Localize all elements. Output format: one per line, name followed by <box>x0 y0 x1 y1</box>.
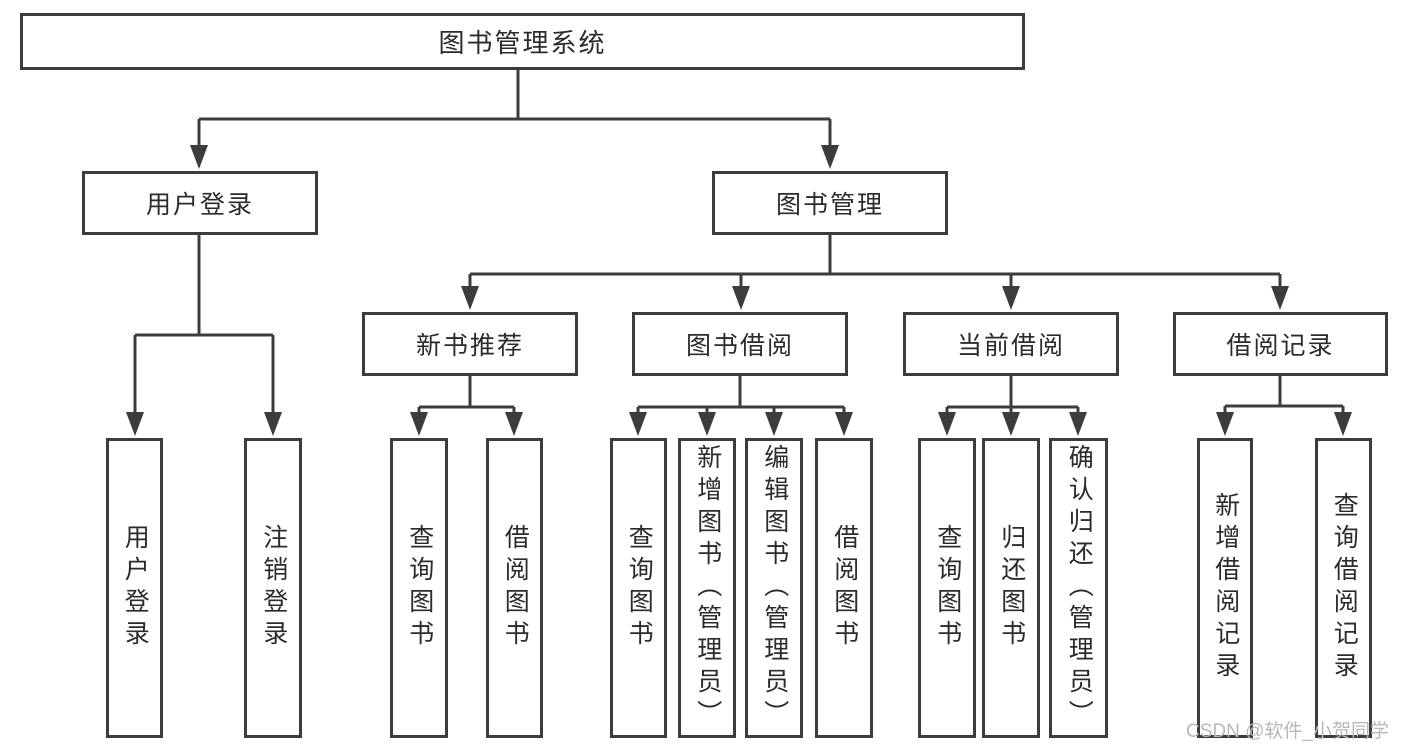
arrow-down-icon <box>1334 412 1352 436</box>
arrow-down-icon <box>821 145 839 169</box>
node-label: 注销登录 <box>259 524 288 652</box>
leaf-query-books-borrowing: 查询图书 <box>610 438 667 738</box>
arrow-down-icon <box>1271 286 1289 310</box>
leaf-add-borrow-record: 新增借阅记录 <box>1197 438 1253 738</box>
arrow-down-icon <box>410 412 428 436</box>
node-label: 图书管理系统 <box>438 28 607 58</box>
node-borrowing-records: 借阅记录 <box>1173 312 1388 376</box>
connector-book-management-to-level3 <box>461 234 1289 310</box>
node-label: 归还图书 <box>997 524 1026 652</box>
node-label: 借阅图书 <box>501 524 530 652</box>
leaf-query-books-current: 查询图书 <box>918 438 976 738</box>
node-book-management: 图书管理 <box>712 171 948 235</box>
leaf-edit-book-admin: 编辑图书（管理员） <box>745 438 803 738</box>
arrow-down-icon <box>698 412 716 436</box>
node-book-borrowing: 图书借阅 <box>632 312 848 376</box>
node-label: 新书推荐 <box>415 332 524 360</box>
connector-current-borrowing-group <box>938 375 1087 436</box>
node-label: 查询借阅记录 <box>1330 492 1359 684</box>
arrow-down-icon <box>264 412 282 436</box>
node-label: 当前借阅 <box>956 332 1065 360</box>
leaf-borrow-books-recommend: 借阅图书 <box>486 438 543 738</box>
leaf-logout: 注销登录 <box>244 438 302 738</box>
node-user-login: 用户登录 <box>82 171 318 235</box>
arrow-down-icon <box>126 412 144 436</box>
arrow-down-icon <box>1002 412 1020 436</box>
node-label: 图书管理 <box>775 191 884 219</box>
arrow-down-icon <box>461 286 479 310</box>
arrow-down-icon <box>835 412 853 436</box>
node-label: 查询图书 <box>933 524 962 652</box>
leaf-borrow-books-borrowing: 借阅图书 <box>815 438 873 738</box>
node-label: 图书借阅 <box>685 332 794 360</box>
node-new-book-recommend: 新书推荐 <box>362 312 578 376</box>
node-label: 查询图书 <box>405 524 434 652</box>
leaf-confirm-return-admin: 确认归还（管理员） <box>1049 438 1108 738</box>
node-label: 查询图书 <box>625 524 654 652</box>
connector-root-to-level2 <box>190 69 839 169</box>
node-label: 用户登录 <box>145 191 254 219</box>
leaf-return-books: 归还图书 <box>982 438 1040 738</box>
connector-borrowing-records-group <box>1216 375 1352 436</box>
connector-user-login-group <box>126 234 282 436</box>
arrow-down-icon <box>938 412 956 436</box>
node-label: 借阅记录 <box>1226 332 1335 360</box>
node-label: 借阅图书 <box>830 524 859 652</box>
leaf-query-books-recommend: 查询图书 <box>390 438 448 738</box>
connector-new-book-recommend-group <box>410 375 523 436</box>
arrow-down-icon <box>505 412 523 436</box>
arrow-down-icon <box>629 412 647 436</box>
arrow-down-icon <box>1002 286 1020 310</box>
node-label: 编辑图书（管理员） <box>760 444 789 732</box>
node-current-borrowing: 当前借阅 <box>903 312 1119 376</box>
csdn-watermark: CSDN @软件_小贺同学 <box>1186 721 1389 742</box>
node-label: 用户登录 <box>121 524 150 652</box>
arrow-down-icon <box>732 286 750 310</box>
leaf-user-login: 用户登录 <box>106 438 163 738</box>
connector-book-borrowing-group <box>629 375 853 436</box>
leaf-query-borrow-record: 查询借阅记录 <box>1315 438 1372 738</box>
leaf-add-book-admin: 新增图书（管理员） <box>678 438 736 738</box>
arrow-down-icon <box>190 145 208 169</box>
arrow-down-icon <box>1069 412 1087 436</box>
node-label: 新增借阅记录 <box>1211 492 1240 684</box>
node-library-system: 图书管理系统 <box>20 13 1025 70</box>
node-label: 新增图书（管理员） <box>693 444 722 732</box>
arrow-down-icon <box>1216 412 1234 436</box>
node-label: 确认归还（管理员） <box>1065 444 1094 732</box>
arrow-down-icon <box>765 412 783 436</box>
